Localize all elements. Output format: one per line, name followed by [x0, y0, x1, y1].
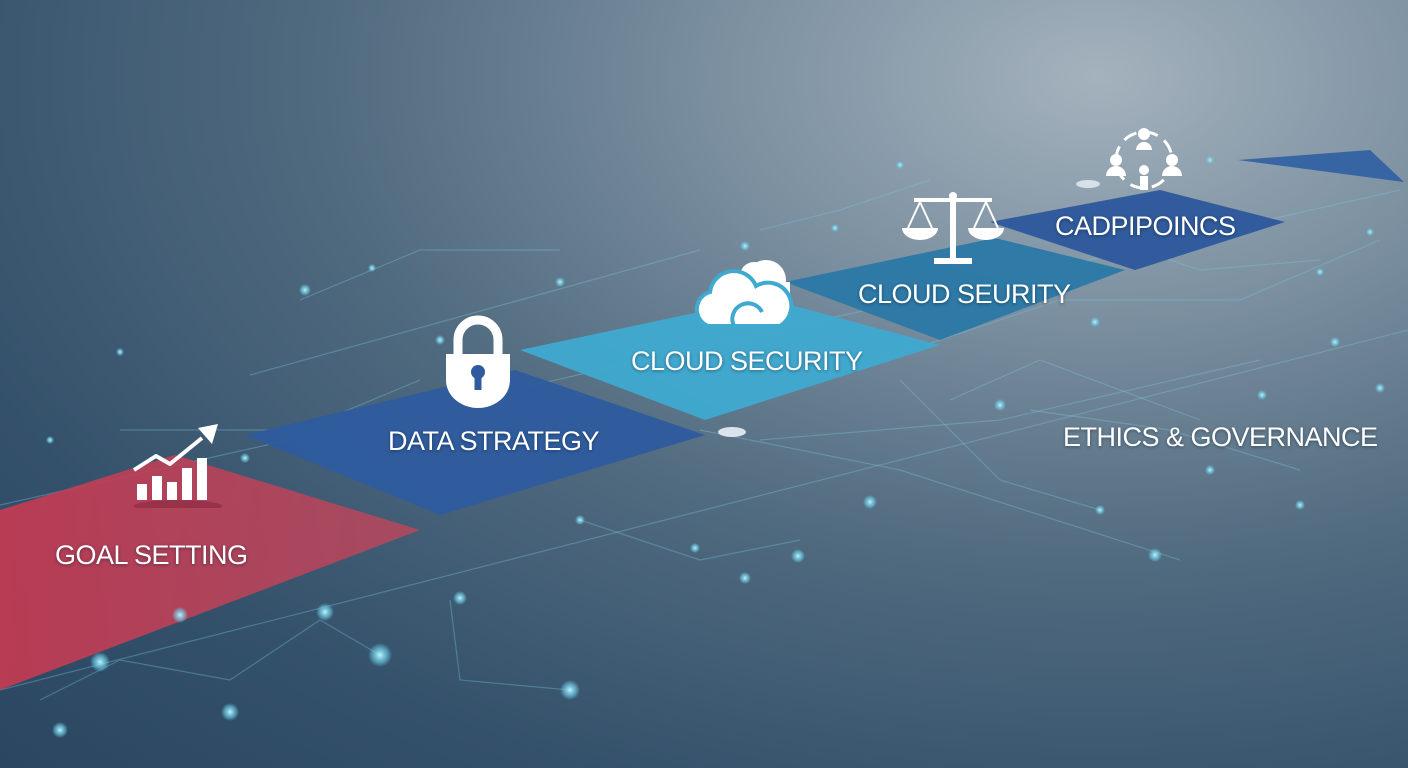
circuit-lines	[0, 179, 1408, 701]
step-label-cadpipoincs: CADPIPOINCS	[1055, 211, 1236, 241]
circuit-nodes	[46, 156, 1385, 738]
step-tile-cadpipoincs[interactable]	[990, 190, 1285, 270]
path-connector	[1076, 180, 1100, 188]
people-network-icon	[1106, 128, 1182, 190]
step-tile-data-strategy[interactable]	[245, 370, 705, 515]
step-tile-cloud-seurity[interactable]	[785, 238, 1125, 340]
scales-icon	[902, 192, 1004, 264]
step-label-cloud-security: CLOUD SECURITY	[631, 346, 863, 376]
step-tile-cloud-security[interactable]	[520, 298, 940, 420]
padlock-icon	[446, 315, 510, 408]
step-tile-goal-setting[interactable]	[0, 455, 420, 690]
step-label-goal-setting: GOAL SETTING	[55, 540, 248, 570]
side-label-ethics-governance: ETHICS & GOVERNANCE	[1063, 422, 1378, 452]
step-label-cloud-seurity: CLOUD SEURITY	[858, 279, 1071, 309]
step-label-data-strategy: DATA STRATEGY	[388, 426, 600, 456]
path-connector	[718, 427, 746, 437]
growth-chart-icon	[132, 424, 222, 508]
cloud-icon	[694, 260, 794, 328]
roadmap-arrow-head	[1238, 150, 1404, 182]
